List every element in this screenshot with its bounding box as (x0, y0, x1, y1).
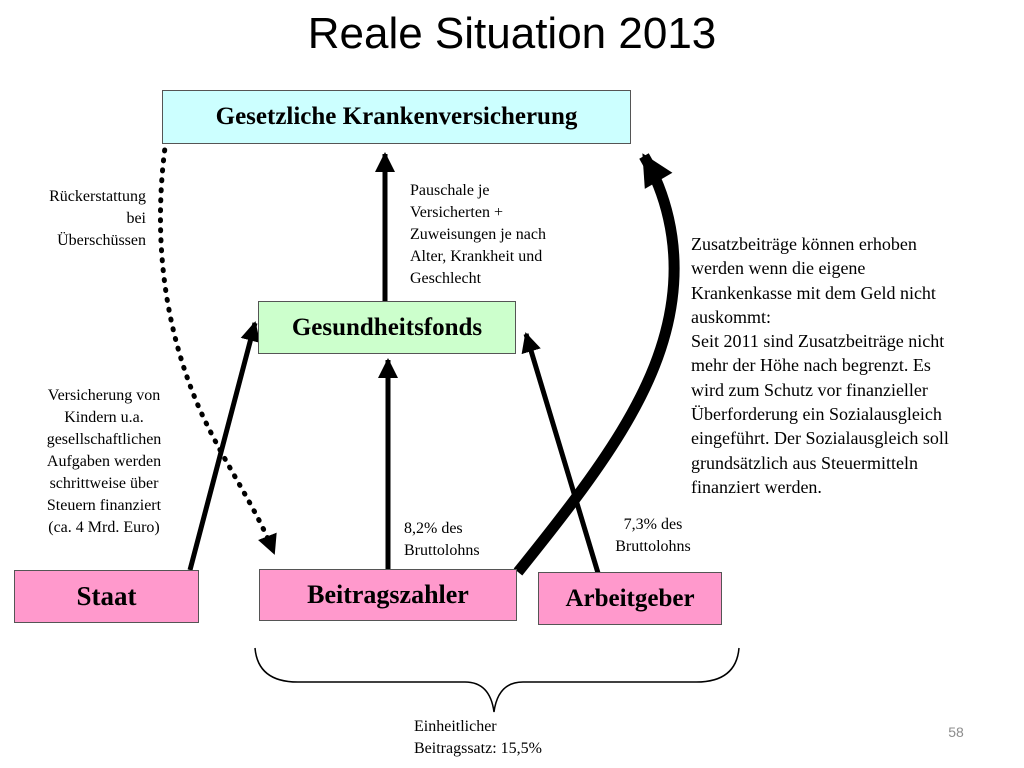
note-line: Steuern finanziert (46, 497, 162, 514)
note-line: eingeführt. Der Sozialausgleich soll (691, 428, 949, 449)
note-line: (ca. 4 Mrd. Euro) (48, 519, 160, 536)
box-arbeitgeber: Arbeitgeber (538, 572, 722, 625)
note-line: Rückerstattung (49, 188, 146, 205)
note-beitrag-7-3: 7,3% des Bruttolohns (600, 514, 706, 558)
slide-title: Reale Situation 2013 (307, 9, 717, 58)
box-gesundheitsfonds: Gesundheitsfonds (258, 301, 516, 354)
note-line: Zusatzbeiträge können erhoben (691, 234, 917, 254)
note-line: 7,3% des (623, 516, 683, 533)
note-line: wird zum Schutz vor finanzieller (691, 379, 928, 400)
note-line: werden wenn die eigene (691, 258, 866, 279)
note-line: bei (126, 210, 146, 227)
note-line: grundsätzlich aus Steuermitteln (691, 452, 918, 473)
box-beitragszahler: Beitragszahler (259, 569, 517, 621)
note-line: 8,2% des (404, 520, 463, 537)
note-line: Versicherten + (410, 204, 503, 221)
note-line: Pauschale je (410, 182, 490, 199)
brace-beitragssatz (254, 647, 740, 713)
note-line: Seit 2011 sind Zusatzbeiträge nicht (691, 331, 945, 352)
note-line: schrittweise über (49, 475, 159, 492)
note-rueckerstattung: Rückerstattung bei Überschüssen (20, 186, 146, 252)
arrow-rueckerstattung-dotted (158, 137, 277, 556)
note-line: auskommt: (691, 306, 771, 327)
note-line: Beitragssatz: 15,5% (414, 740, 542, 757)
note-line: Einheitlicher (414, 718, 497, 735)
arrow-staat-to-fonds (187, 321, 261, 571)
note-line: Zuweisungen je nach (410, 226, 546, 243)
note-line: gesellschaftlichen (46, 431, 162, 448)
note-line: Alter, Krankheit und (410, 248, 543, 265)
note-line: Versicherung von (47, 387, 161, 404)
note-line: finanziert werden. (691, 476, 822, 497)
note-line: Aufgaben werden (46, 453, 162, 470)
note-versicherung-kinder: Versicherung von Kindern u.a. gesellscha… (24, 385, 184, 539)
note-pauschale: Pauschale je Versicherten + Zuweisungen … (410, 180, 600, 290)
note-line: Krankenkasse mit dem Geld nicht (691, 282, 936, 303)
note-line: Bruttolohns (615, 538, 691, 555)
arrow-zusatzbeitraege-to-gkv (513, 153, 680, 576)
box-gesetzliche-krankenversicherung: Gesetzliche Krankenversicherung (162, 90, 631, 144)
note-line: Überforderung ein Sozialausgleich (691, 404, 942, 425)
note-beitrag-8-2: 8,2% des Bruttolohns (404, 518, 524, 562)
note-line: Kindern u.a. (64, 409, 144, 426)
arrow-arbeitgeber-to-fonds (521, 332, 601, 574)
note-line: Bruttolohns (404, 542, 480, 559)
note-zusatzbeitraege: Zusatzbeiträge können erhoben werden wen… (691, 232, 1021, 499)
note-einheitlicher-beitragssatz: Einheitlicher Beitragssatz: 15,5% (414, 716, 614, 760)
note-line: Geschlecht (410, 270, 482, 287)
box-staat: Staat (14, 570, 199, 623)
page-number: 58 (948, 724, 964, 740)
note-line: Überschüssen (57, 232, 146, 249)
note-line: mehr der Höhe nach begrenzt. Es (691, 355, 931, 376)
